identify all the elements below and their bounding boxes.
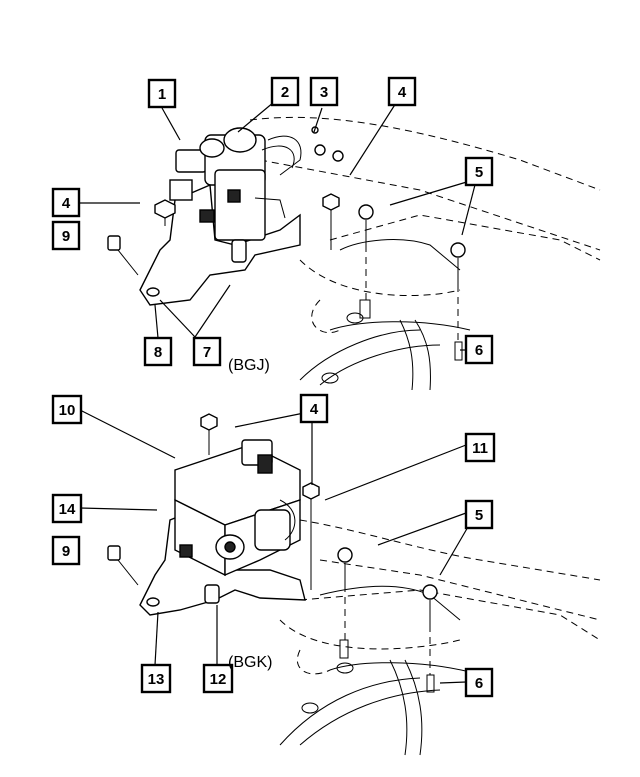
callout-13: 13 bbox=[140, 663, 172, 694]
callout-7: 7 bbox=[192, 336, 222, 367]
callout-4-bottom: 4 bbox=[299, 393, 329, 424]
svg-text:14: 14 bbox=[59, 501, 76, 518]
variant-label-bgj: (BGJ) bbox=[228, 357, 270, 374]
bottom-abs-module bbox=[139, 439, 306, 616]
svg-text:9: 9 bbox=[62, 228, 70, 245]
callout-1: 1 bbox=[147, 78, 177, 109]
svg-text:7: 7 bbox=[203, 344, 211, 361]
svg-text:1: 1 bbox=[158, 86, 166, 103]
svg-text:4: 4 bbox=[398, 84, 407, 101]
callout-2: 2 bbox=[270, 76, 300, 107]
variant-label-bgk: (BGK) bbox=[228, 654, 272, 671]
bottom-nuts-bolts bbox=[107, 413, 438, 693]
callout-5-top: 5 bbox=[464, 156, 494, 187]
svg-text:12: 12 bbox=[210, 671, 227, 688]
top-leader-lines bbox=[80, 101, 477, 351]
svg-text:13: 13 bbox=[148, 671, 165, 688]
svg-text:5: 5 bbox=[475, 507, 483, 524]
top-vehicle-frame bbox=[249, 116, 601, 391]
callout-11: 11 bbox=[464, 432, 496, 463]
svg-text:9: 9 bbox=[62, 543, 70, 560]
callout-9-top: 9 bbox=[51, 220, 81, 251]
svg-text:6: 6 bbox=[475, 342, 483, 359]
top-nuts-bolts bbox=[107, 193, 466, 361]
callout-9-bottom: 9 bbox=[51, 535, 81, 566]
callout-4-top-right: 4 bbox=[387, 76, 417, 107]
svg-text:5: 5 bbox=[475, 164, 483, 181]
svg-text:11: 11 bbox=[472, 440, 488, 457]
callout-14: 14 bbox=[51, 493, 83, 524]
svg-text:2: 2 bbox=[281, 84, 289, 101]
svg-text:4: 4 bbox=[62, 195, 71, 212]
svg-text:6: 6 bbox=[475, 675, 483, 692]
top-abs-module bbox=[139, 126, 344, 306]
callout-6-bottom: 6 bbox=[464, 667, 494, 698]
callout-10: 10 bbox=[51, 394, 83, 425]
callout-12: 12 bbox=[202, 663, 234, 694]
callout-5-bottom: 5 bbox=[464, 499, 494, 530]
svg-text:8: 8 bbox=[154, 344, 162, 361]
bottom-vehicle-frame bbox=[279, 519, 601, 756]
svg-text:3: 3 bbox=[320, 84, 328, 101]
bottom-leader-lines bbox=[79, 409, 473, 684]
callout-3: 3 bbox=[309, 76, 339, 107]
callout-6-top: 6 bbox=[464, 334, 494, 365]
svg-text:10: 10 bbox=[59, 402, 76, 419]
callout-8: 8 bbox=[143, 336, 173, 367]
callout-4-top-left: 4 bbox=[51, 187, 81, 218]
svg-text:4: 4 bbox=[310, 401, 319, 418]
